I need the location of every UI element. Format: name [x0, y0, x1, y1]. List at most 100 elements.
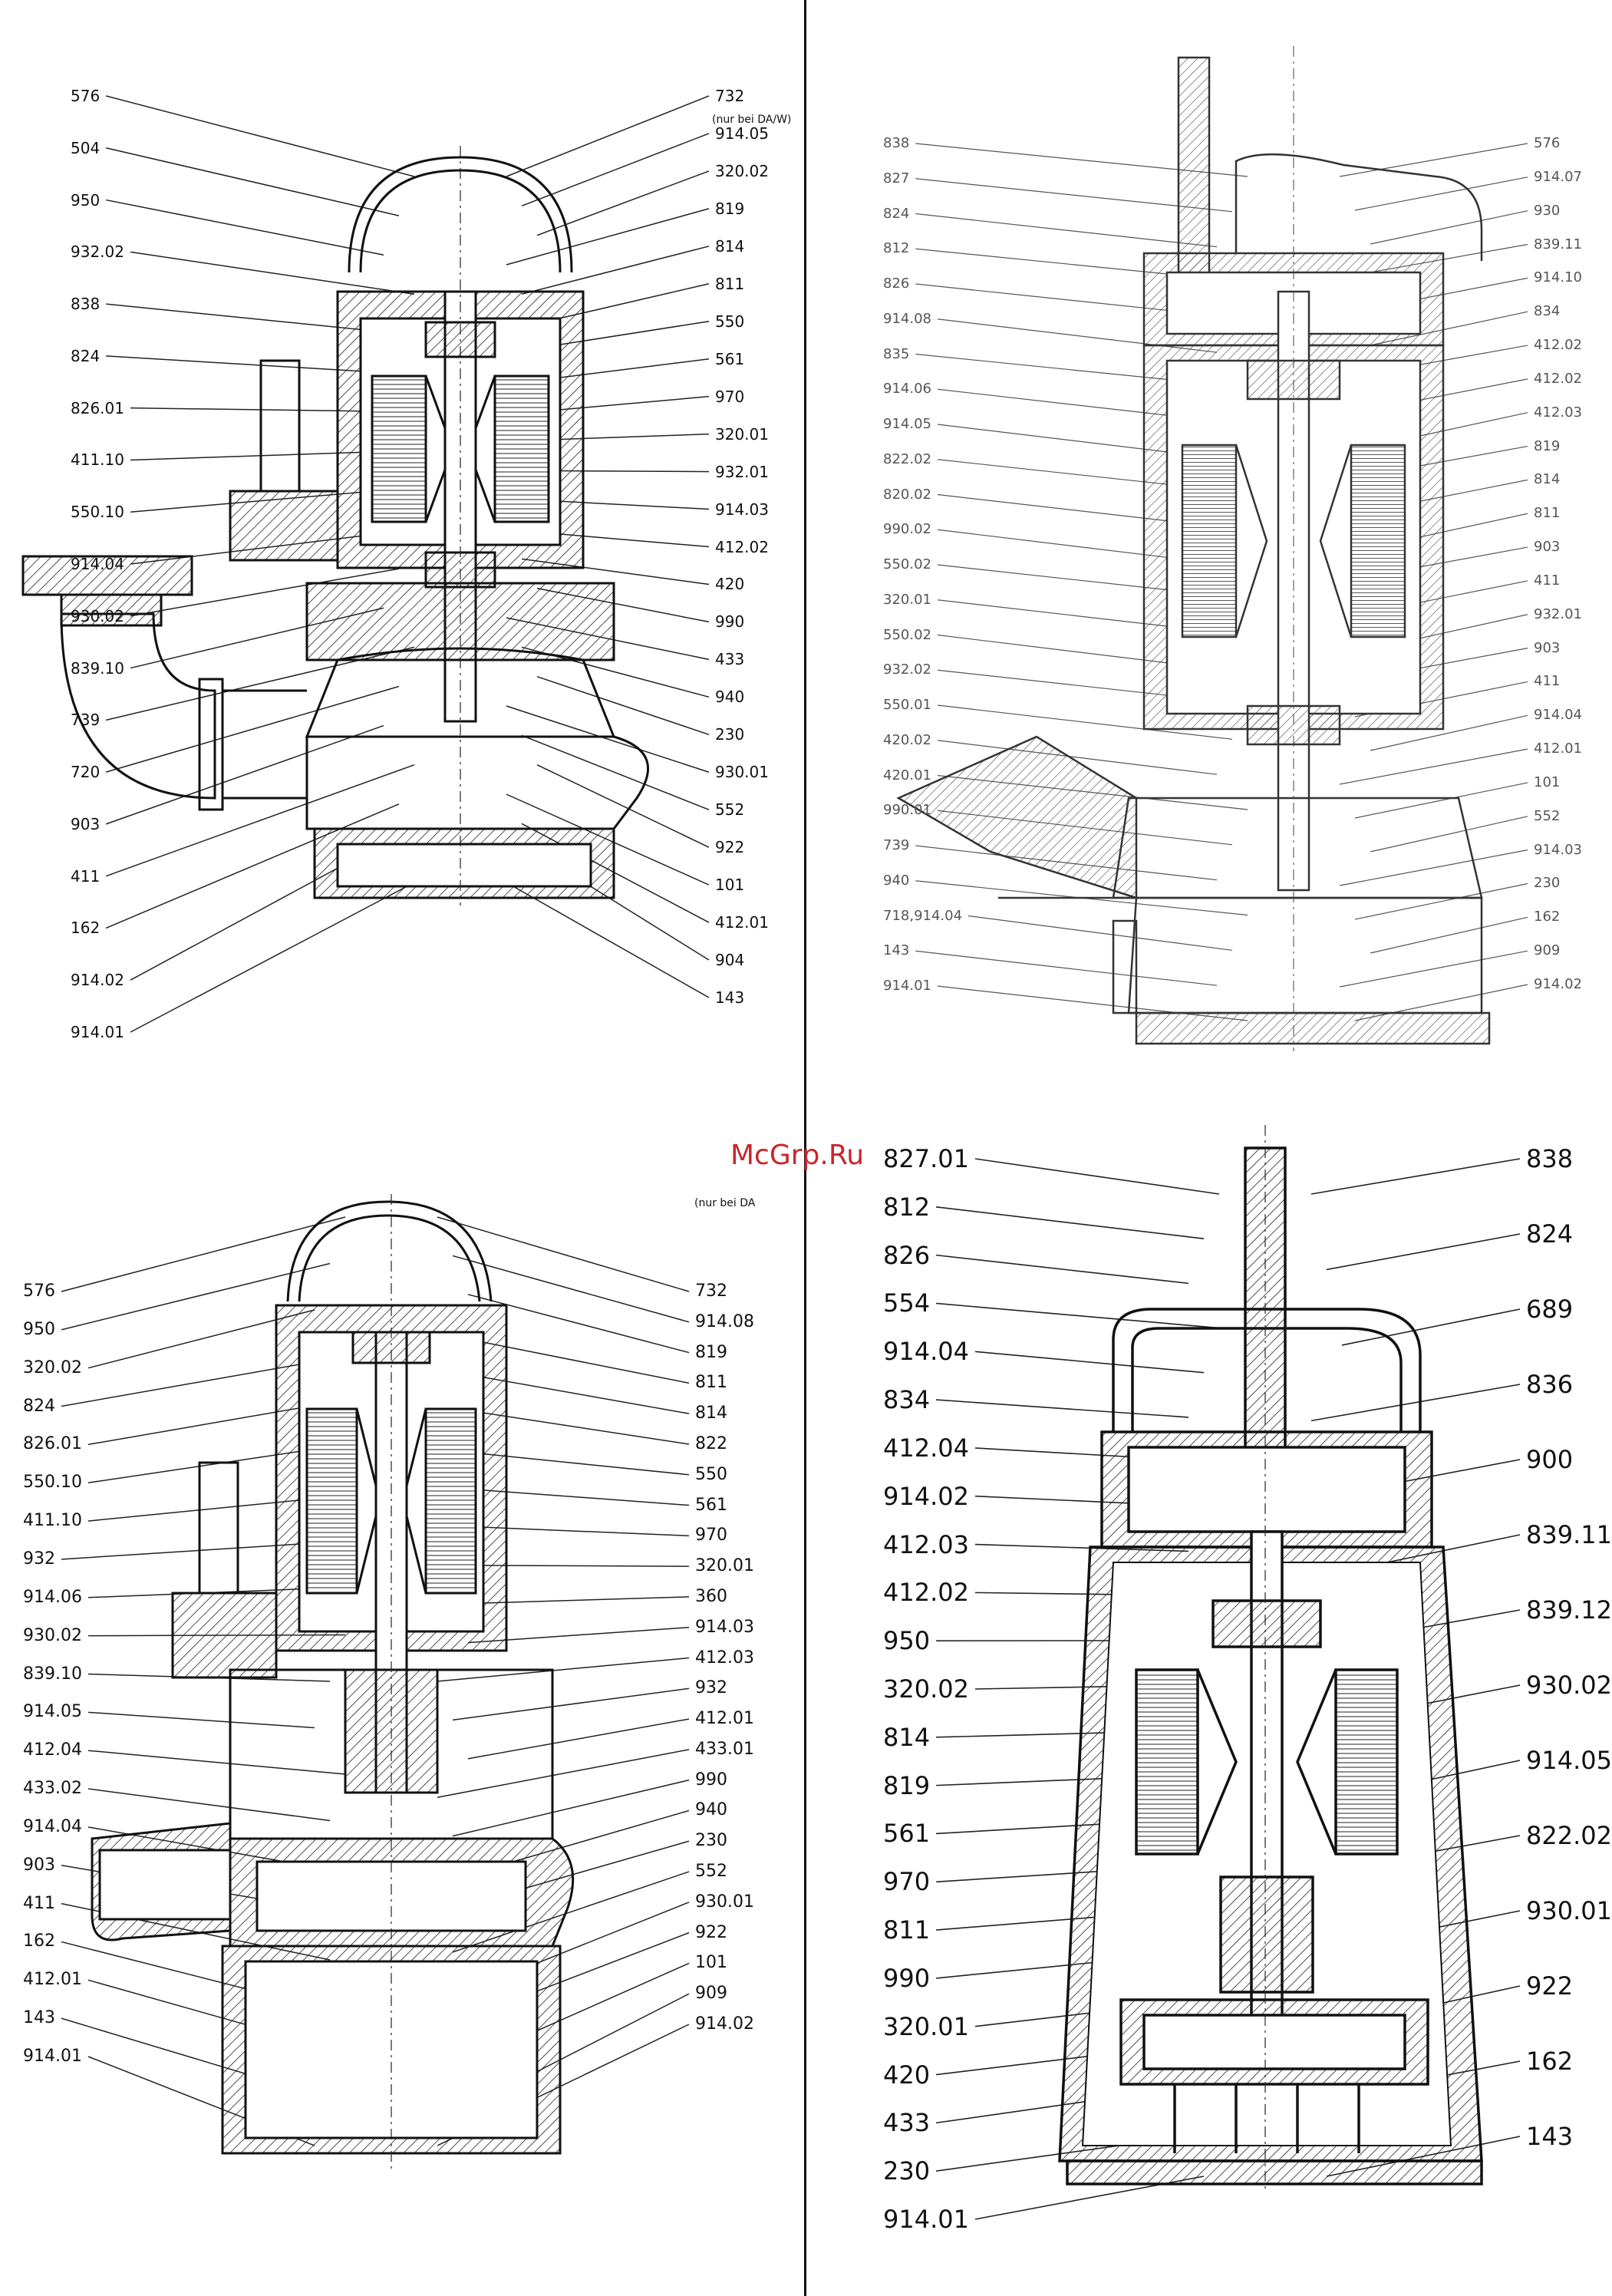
q3-right-label-2: 819 [695, 1342, 727, 1362]
q2-left-label-24: 914.01 [883, 978, 931, 994]
q2-left-leader-22 [968, 915, 1233, 951]
q4-left-label-20: 433 [883, 2108, 931, 2138]
q2-left-label-7: 914.06 [883, 381, 931, 398]
q1-left-label-0: 576 [71, 87, 101, 105]
q2-right-leader-18 [1339, 748, 1528, 785]
q1-left-leader-1 [106, 147, 400, 216]
q3-left-label-13: 433.02 [23, 1779, 82, 1799]
q3-right-label-19: 552 [695, 1862, 727, 1882]
q4-right-label-5: 839.11 [1526, 1520, 1612, 1549]
q3-left-label-15: 903 [23, 1855, 55, 1875]
q1-right-leader-17 [536, 675, 710, 736]
q2-left-label-10: 820.02 [883, 486, 931, 503]
q4-left-label-13: 819 [883, 1770, 931, 1800]
q1-right-label-23: 904 [715, 951, 745, 970]
q3-right-label-13: 932 [695, 1678, 727, 1698]
q3-right-leader-15 [437, 1749, 690, 1798]
q4-right-label-8: 914.05 [1526, 1746, 1612, 1775]
q1-right-label-0: 732 [715, 87, 745, 105]
q1-left-leader-13 [105, 685, 400, 773]
q4-left-label-9: 412.02 [883, 1578, 969, 1608]
pump-outline-q4 [1058, 1146, 1483, 2185]
q2-left-label-22: 718,914.04 [883, 907, 963, 924]
q4-right-label-7: 930.02 [1526, 1671, 1612, 1700]
q3-left-leader-11 [87, 1711, 315, 1729]
q3-right-label-20: 930.01 [695, 1892, 754, 1912]
q4-left-leader-3 [936, 1302, 1220, 1329]
q3-left-label-1: 950 [23, 1319, 55, 1339]
q1-right-label-6: 550 [715, 312, 745, 331]
q2-right-label-20: 552 [1534, 807, 1561, 824]
q4-left-label-4: 914.04 [883, 1337, 969, 1367]
q1-right-label-16: 940 [715, 688, 745, 707]
q4-left-label-17: 990 [883, 1963, 931, 1993]
q3-left-label-17: 162 [23, 1931, 55, 1951]
q2-right-label-23: 162 [1534, 909, 1561, 925]
q2-left-label-16: 550.01 [883, 697, 931, 713]
q3-left-label-2: 320.02 [23, 1357, 82, 1377]
q3-right-label-5: 822 [695, 1433, 727, 1453]
q1-left-label-6: 826.01 [71, 398, 124, 417]
q2-left-leader-16 [937, 704, 1233, 740]
q2-right-leader-21 [1339, 849, 1528, 886]
note-q3: (nur bei DA [694, 1197, 756, 1209]
q3-right-label-3: 811 [695, 1373, 727, 1393]
q4-left-label-21: 230 [883, 2156, 931, 2186]
q3-right-label-16: 990 [695, 1770, 727, 1790]
q3-right-label-10: 360 [695, 1586, 727, 1606]
q1-left-label-14: 903 [71, 814, 101, 833]
watermark: McGrp.Ru [730, 1140, 865, 1171]
q1-left-leader-0 [105, 95, 415, 177]
q2-left-label-23: 143 [883, 942, 910, 959]
q2-left-label-17: 420.02 [883, 731, 931, 748]
q3-left-label-12: 412.04 [23, 1740, 82, 1760]
q3-right-label-1: 914.08 [695, 1311, 754, 1331]
q4-left-label-22: 914.01 [883, 2205, 969, 2234]
q1-left-leader-14 [105, 724, 384, 825]
drawing-q2-svg [896, 46, 1528, 1051]
q2-right-label-4: 914.10 [1534, 269, 1582, 286]
q2-right-leader-1 [1354, 176, 1528, 211]
q4-left-label-16: 811 [883, 1915, 931, 1945]
q4-right-label-11: 922 [1526, 1971, 1574, 2001]
q2-left-label-2: 824 [883, 205, 910, 222]
q4-left-label-15: 970 [883, 1867, 931, 1897]
q3-right-label-24: 914.02 [695, 2014, 754, 2034]
q1-left-label-4: 838 [71, 295, 101, 314]
q3-left-leader-12 [87, 1750, 346, 1775]
q2-right-label-10: 814 [1534, 471, 1561, 488]
q4-right-leader-1 [1326, 1233, 1521, 1271]
q4-left-label-1: 812 [883, 1192, 931, 1222]
q4-left-label-0: 827.01 [883, 1144, 969, 1173]
q4-right-label-1: 824 [1526, 1219, 1574, 1249]
q4-right-label-3: 836 [1526, 1370, 1574, 1399]
q4-left-leader-0 [974, 1158, 1220, 1195]
q3-left-label-0: 576 [23, 1282, 55, 1301]
q3-right-label-6: 550 [695, 1464, 727, 1484]
q1-right-label-19: 552 [715, 800, 745, 820]
q3-left-label-16: 411 [23, 1893, 55, 1913]
q3-right-leader-1 [452, 1255, 690, 1323]
q3-left-label-9: 930.02 [23, 1625, 82, 1645]
q3-left-label-14: 914.04 [23, 1816, 82, 1836]
vertical-divider [804, 0, 806, 2296]
q2-left-label-11: 990.02 [883, 521, 931, 538]
q2-right-leader-17 [1370, 714, 1528, 751]
q3-right-leader-16 [452, 1779, 690, 1837]
q3-right-label-18: 230 [695, 1831, 727, 1851]
q3-left-label-4: 826.01 [23, 1434, 82, 1454]
q2-right-label-8: 412.03 [1534, 404, 1582, 421]
q3-left-label-8: 914.06 [23, 1587, 82, 1607]
q4-left-label-7: 914.02 [883, 1481, 969, 1511]
q3-right-label-21: 922 [695, 1922, 727, 1942]
q1-left-leader-3 [130, 251, 415, 295]
q4-right-label-9: 822.02 [1526, 1821, 1612, 1850]
q3-left-label-18: 412.01 [23, 1970, 82, 1990]
q3-right-label-22: 101 [695, 1953, 727, 1973]
q1-right-label-4: 814 [715, 236, 745, 256]
q3-right-leader-0 [437, 1216, 690, 1292]
q2-right-label-5: 834 [1534, 303, 1561, 320]
q1-right-label-14: 990 [715, 612, 745, 632]
q4-right-label-2: 689 [1526, 1295, 1574, 1324]
q1-left-label-3: 932.02 [71, 242, 124, 262]
